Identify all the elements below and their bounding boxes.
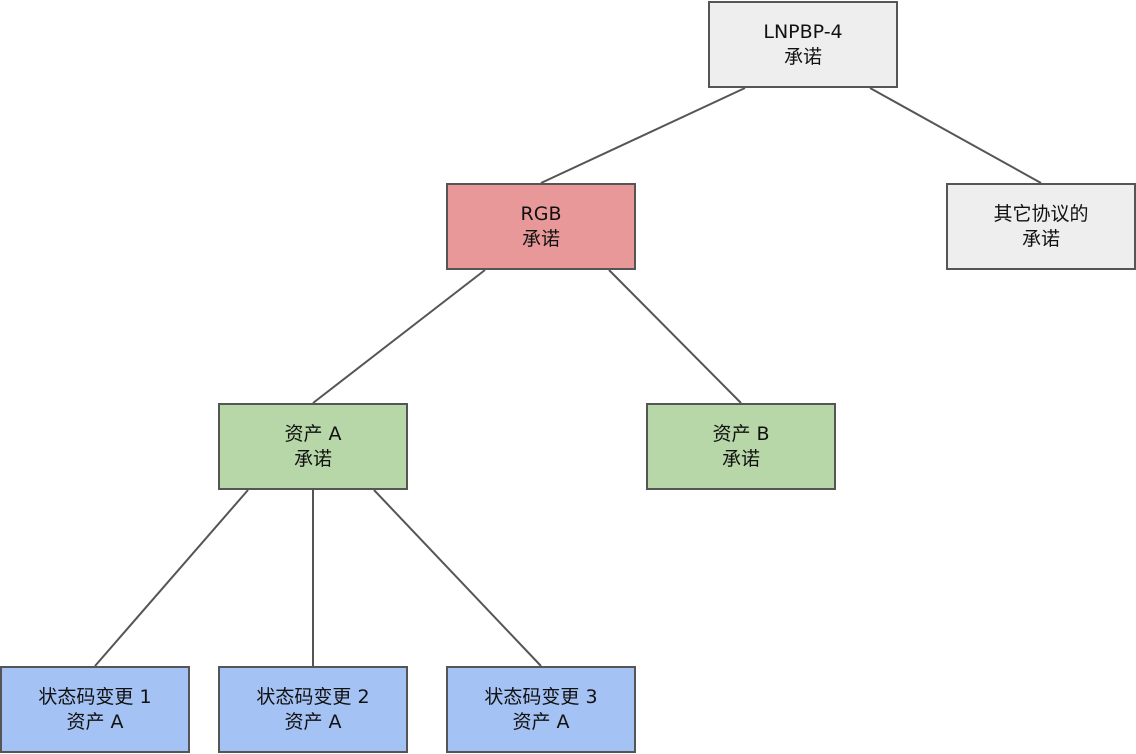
edge-lnpbp-rgb bbox=[540, 87, 746, 184]
state-transition-3-node: 状态码变更 3 资产 A bbox=[446, 666, 636, 753]
node-subtitle: 承诺 bbox=[721, 447, 760, 470]
lnpbp-4-commitment-node: LNPBP-4 承诺 bbox=[708, 1, 898, 88]
node-subtitle: 承诺 bbox=[521, 227, 560, 250]
state-transition-1-node: 状态码变更 1 资产 A bbox=[0, 666, 190, 753]
edge-rgb-asseta bbox=[312, 269, 486, 404]
node-subtitle: 资产 A bbox=[512, 710, 570, 733]
node-title: 状态码变更 2 bbox=[256, 685, 370, 708]
node-title: 资产 B bbox=[712, 422, 770, 445]
state-transition-2-node: 状态码变更 2 资产 A bbox=[218, 666, 408, 753]
node-title: 资产 A bbox=[284, 422, 342, 445]
edge-lnpbp-other bbox=[869, 87, 1042, 184]
node-subtitle: 资产 A bbox=[66, 710, 124, 733]
node-title: RGB bbox=[520, 202, 562, 225]
node-subtitle: 承诺 bbox=[783, 45, 822, 68]
other-protocol-commitment-node: 其它协议的 承诺 bbox=[946, 183, 1136, 270]
node-title: 状态码变更 1 bbox=[38, 685, 152, 708]
edge-rgb-assetb bbox=[608, 269, 742, 404]
rgb-commitment-node: RGB 承诺 bbox=[446, 183, 636, 270]
edge-asseta-s3 bbox=[373, 489, 542, 667]
asset-b-commitment-node: 资产 B 承诺 bbox=[646, 403, 836, 490]
node-subtitle: 资产 A bbox=[284, 710, 342, 733]
node-title: LNPBP-4 bbox=[763, 20, 843, 43]
node-subtitle: 承诺 bbox=[293, 447, 332, 470]
asset-a-commitment-node: 资产 A 承诺 bbox=[218, 403, 408, 490]
node-title: 状态码变更 3 bbox=[484, 685, 598, 708]
node-subtitle: 承诺 bbox=[1021, 227, 1060, 250]
node-title: 其它协议的 bbox=[993, 202, 1089, 225]
edge-asseta-s1 bbox=[94, 489, 249, 667]
